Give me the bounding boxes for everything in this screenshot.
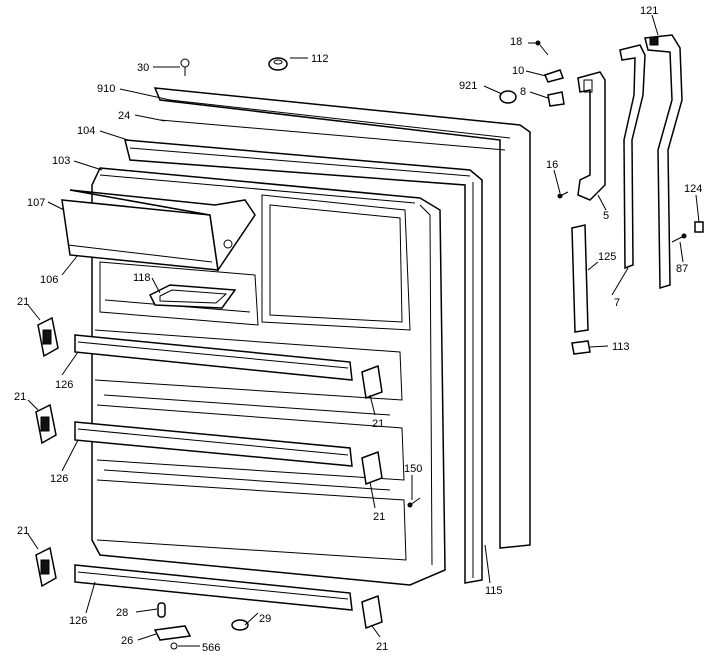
screw-30 bbox=[180, 58, 190, 76]
shelf-end-cap-right-3 bbox=[361, 594, 383, 630]
foot-29 bbox=[231, 619, 249, 631]
label-112: 112 bbox=[311, 53, 329, 65]
outer-door-panel bbox=[153, 87, 531, 549]
door-gasket bbox=[124, 139, 483, 584]
handle-7 bbox=[619, 44, 646, 270]
label-150: 150 bbox=[404, 463, 422, 475]
plug-112 bbox=[268, 57, 288, 71]
label-87: 87 bbox=[676, 263, 688, 275]
label-30: 30 bbox=[137, 62, 149, 74]
label-7: 7 bbox=[614, 297, 620, 309]
screw-16 bbox=[557, 191, 569, 199]
label-921: 921 bbox=[459, 80, 477, 92]
door-shelf-middle bbox=[74, 421, 353, 467]
label-21-f: 21 bbox=[376, 641, 388, 653]
clip-10 bbox=[543, 69, 564, 83]
label-8: 8 bbox=[520, 86, 526, 98]
label-126-b: 126 bbox=[50, 473, 68, 485]
label-126-c: 126 bbox=[69, 615, 87, 627]
label-121: 121 bbox=[640, 5, 658, 17]
label-10: 10 bbox=[512, 65, 524, 77]
label-21-e: 21 bbox=[373, 511, 385, 523]
label-21-b: 21 bbox=[14, 391, 26, 403]
pin-28 bbox=[157, 602, 166, 618]
label-124: 124 bbox=[684, 183, 702, 195]
clip-8 bbox=[547, 91, 565, 107]
trim-125 bbox=[571, 224, 589, 333]
shelf-end-cap-right-2 bbox=[361, 450, 383, 486]
label-21-c: 21 bbox=[17, 525, 29, 537]
label-29: 29 bbox=[259, 613, 271, 625]
door-shelf-upper bbox=[74, 334, 353, 381]
label-566: 566 bbox=[202, 642, 220, 654]
dairy-door bbox=[61, 189, 256, 273]
screw-566 bbox=[170, 642, 178, 650]
plate-26 bbox=[153, 625, 192, 641]
label-18: 18 bbox=[510, 36, 522, 48]
screw-87 bbox=[671, 233, 687, 243]
label-104: 104 bbox=[77, 125, 95, 137]
shelf-end-cap-right-1 bbox=[361, 364, 383, 400]
hinge-bracket-5 bbox=[577, 71, 606, 201]
cap-113 bbox=[571, 340, 591, 355]
label-106: 106 bbox=[40, 274, 58, 286]
label-26: 26 bbox=[121, 635, 133, 647]
label-125: 125 bbox=[598, 251, 616, 263]
egg-tray bbox=[148, 284, 237, 309]
door-shelf-lower bbox=[74, 564, 353, 611]
label-5: 5 bbox=[603, 210, 609, 222]
label-16: 16 bbox=[546, 159, 558, 171]
shelf-end-cap-left-1 bbox=[37, 316, 59, 358]
shelf-end-cap-left-2 bbox=[35, 403, 57, 445]
handle-121 bbox=[644, 34, 683, 290]
cap-124 bbox=[694, 221, 704, 233]
label-126-a: 126 bbox=[55, 379, 73, 391]
shelf-end-cap-left-3 bbox=[35, 546, 57, 588]
label-115: 115 bbox=[485, 585, 503, 597]
label-103: 103 bbox=[52, 155, 70, 167]
door-liner bbox=[91, 167, 446, 586]
callout-labels: 30 112 910 24 104 103 107 106 118 21 126… bbox=[14, 5, 702, 654]
leader-lines bbox=[27, 14, 700, 647]
label-118: 118 bbox=[133, 272, 151, 284]
screw-150 bbox=[407, 497, 421, 508]
label-113: 113 bbox=[612, 341, 630, 353]
label-24: 24 bbox=[118, 110, 130, 122]
label-910: 910 bbox=[97, 83, 115, 95]
label-107: 107 bbox=[27, 197, 45, 209]
plug-921 bbox=[499, 90, 517, 104]
label-21-d: 21 bbox=[372, 418, 384, 430]
label-28: 28 bbox=[116, 607, 128, 619]
label-21-a: 21 bbox=[17, 296, 29, 308]
